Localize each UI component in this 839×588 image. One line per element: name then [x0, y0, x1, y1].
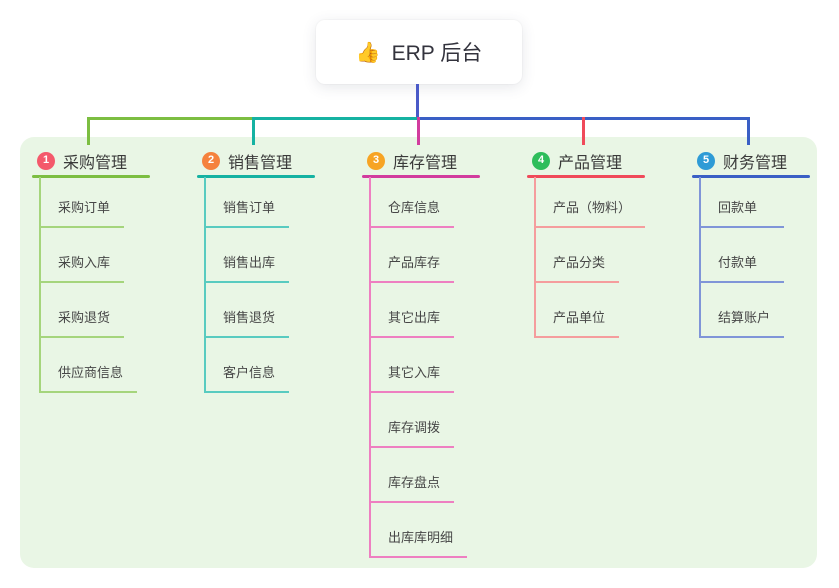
branch-underline [692, 175, 810, 178]
child-node-row: 产品库存 [362, 228, 480, 283]
child-node-row: 产品分类 [527, 228, 645, 283]
branch-underline [362, 175, 480, 178]
child-node[interactable]: 销售退货 [205, 307, 290, 338]
branch-drop-line [252, 117, 255, 145]
branch-drop-line [87, 117, 90, 145]
child-node[interactable]: 回款单 [700, 197, 784, 228]
bus-segment [582, 117, 750, 120]
branch-drop-line [747, 117, 750, 145]
child-node[interactable]: 供应商信息 [40, 362, 138, 393]
branch-label: 采购管理 [63, 154, 128, 172]
branch-label: 产品管理 [558, 154, 623, 172]
branch-number-badge: 3 [367, 151, 385, 170]
thumbs-up-icon: 👍 [355, 41, 381, 64]
child-node[interactable]: 客户信息 [205, 362, 290, 393]
children-list: 销售订单销售出库销售退货客户信息 [197, 173, 315, 393]
child-node[interactable]: 结算账户 [700, 307, 785, 338]
child-node-row: 其它出库 [362, 283, 480, 338]
branch-number-badge: 4 [532, 151, 550, 170]
child-node-row: 库存调拨 [362, 393, 480, 448]
child-node[interactable]: 采购入库 [40, 252, 125, 283]
child-node-row: 结算账户 [692, 283, 810, 338]
branch-header[interactable]: 1 采购管理 [32, 146, 150, 175]
child-node[interactable]: 产品分类 [535, 252, 620, 283]
child-node-row: 供应商信息 [32, 338, 150, 393]
root-node[interactable]: 👍 ERP 后台 [316, 20, 522, 84]
child-node[interactable]: 销售订单 [205, 197, 290, 228]
child-node-row: 仓库信息 [362, 173, 480, 228]
branch-label: 库存管理 [393, 154, 458, 172]
branch-number-badge: 5 [697, 151, 715, 170]
child-node[interactable]: 库存调拨 [370, 417, 455, 448]
branch-number-badge: 2 [202, 151, 220, 170]
branch-采购管理: 1 采购管理采购订单采购入库采购退货供应商信息 [32, 146, 150, 393]
branch-underline [197, 175, 315, 178]
child-node-row: 销售出库 [197, 228, 315, 283]
branch-财务管理: 5 财务管理回款单付款单结算账户 [692, 146, 810, 338]
child-node[interactable]: 产品（物料） [535, 197, 645, 228]
child-node-row: 销售订单 [197, 173, 315, 228]
child-node-row: 出库库明细 [362, 503, 480, 558]
child-node-row: 客户信息 [197, 338, 315, 393]
branch-产品管理: 4 产品管理产品（物料） 产品分类产品单位 [527, 146, 645, 338]
child-node[interactable]: 仓库信息 [370, 197, 455, 228]
children-connector-line [39, 177, 41, 393]
branch-header[interactable]: 3 库存管理 [362, 146, 480, 175]
children-connector-line [369, 177, 371, 558]
child-node-row: 销售退货 [197, 283, 315, 338]
branch-drop-line [582, 117, 585, 145]
branch-underline [32, 175, 150, 178]
child-node[interactable]: 产品单位 [535, 307, 620, 338]
child-node-row: 回款单 [692, 173, 810, 228]
child-node[interactable]: 其它入库 [370, 362, 455, 393]
child-node[interactable]: 产品库存 [370, 252, 455, 283]
branches-panel [20, 137, 817, 568]
branch-header[interactable]: 5 财务管理 [692, 146, 810, 175]
child-node-row: 采购入库 [32, 228, 150, 283]
children-connector-line [699, 177, 701, 338]
children-connector-line [204, 177, 206, 393]
child-node-row: 其它入库 [362, 338, 480, 393]
child-node[interactable]: 付款单 [700, 252, 784, 283]
bus-segment [252, 117, 420, 120]
branch-label: 财务管理 [723, 154, 788, 172]
child-node[interactable]: 采购订单 [40, 197, 125, 228]
branch-number-badge: 1 [37, 151, 55, 170]
child-node-row: 采购退货 [32, 283, 150, 338]
child-node-row: 付款单 [692, 228, 810, 283]
child-node[interactable]: 出库库明细 [370, 527, 468, 558]
children-list: 回款单付款单结算账户 [692, 173, 810, 338]
children-connector-line [534, 177, 536, 338]
branch-header[interactable]: 4 产品管理 [527, 146, 645, 175]
branch-库存管理: 3 库存管理仓库信息产品库存其它出库其它入库库存调拨库存盘点出库库明细 [362, 146, 480, 558]
bus-segment [87, 117, 255, 120]
branch-销售管理: 2 销售管理销售订单销售出库销售退货客户信息 [197, 146, 315, 393]
child-node-row: 采购订单 [32, 173, 150, 228]
root-title: ERP 后台 [391, 42, 483, 65]
child-node-row: 产品（物料） [527, 173, 645, 228]
children-list: 仓库信息产品库存其它出库其它入库库存调拨库存盘点出库库明细 [362, 173, 480, 558]
branch-underline [527, 175, 645, 178]
child-node-row: 库存盘点 [362, 448, 480, 503]
branch-header[interactable]: 2 销售管理 [197, 146, 315, 175]
child-node[interactable]: 采购退货 [40, 307, 125, 338]
child-node[interactable]: 销售出库 [205, 252, 290, 283]
child-node[interactable]: 其它出库 [370, 307, 455, 338]
root-connector-line [416, 84, 419, 120]
child-node[interactable]: 库存盘点 [370, 472, 455, 503]
bus-segment [417, 117, 585, 120]
child-node-row: 产品单位 [527, 283, 645, 338]
branch-label: 销售管理 [228, 154, 293, 172]
children-list: 产品（物料） 产品分类产品单位 [527, 173, 645, 338]
children-list: 采购订单采购入库采购退货供应商信息 [32, 173, 150, 393]
branch-drop-line [417, 117, 420, 145]
